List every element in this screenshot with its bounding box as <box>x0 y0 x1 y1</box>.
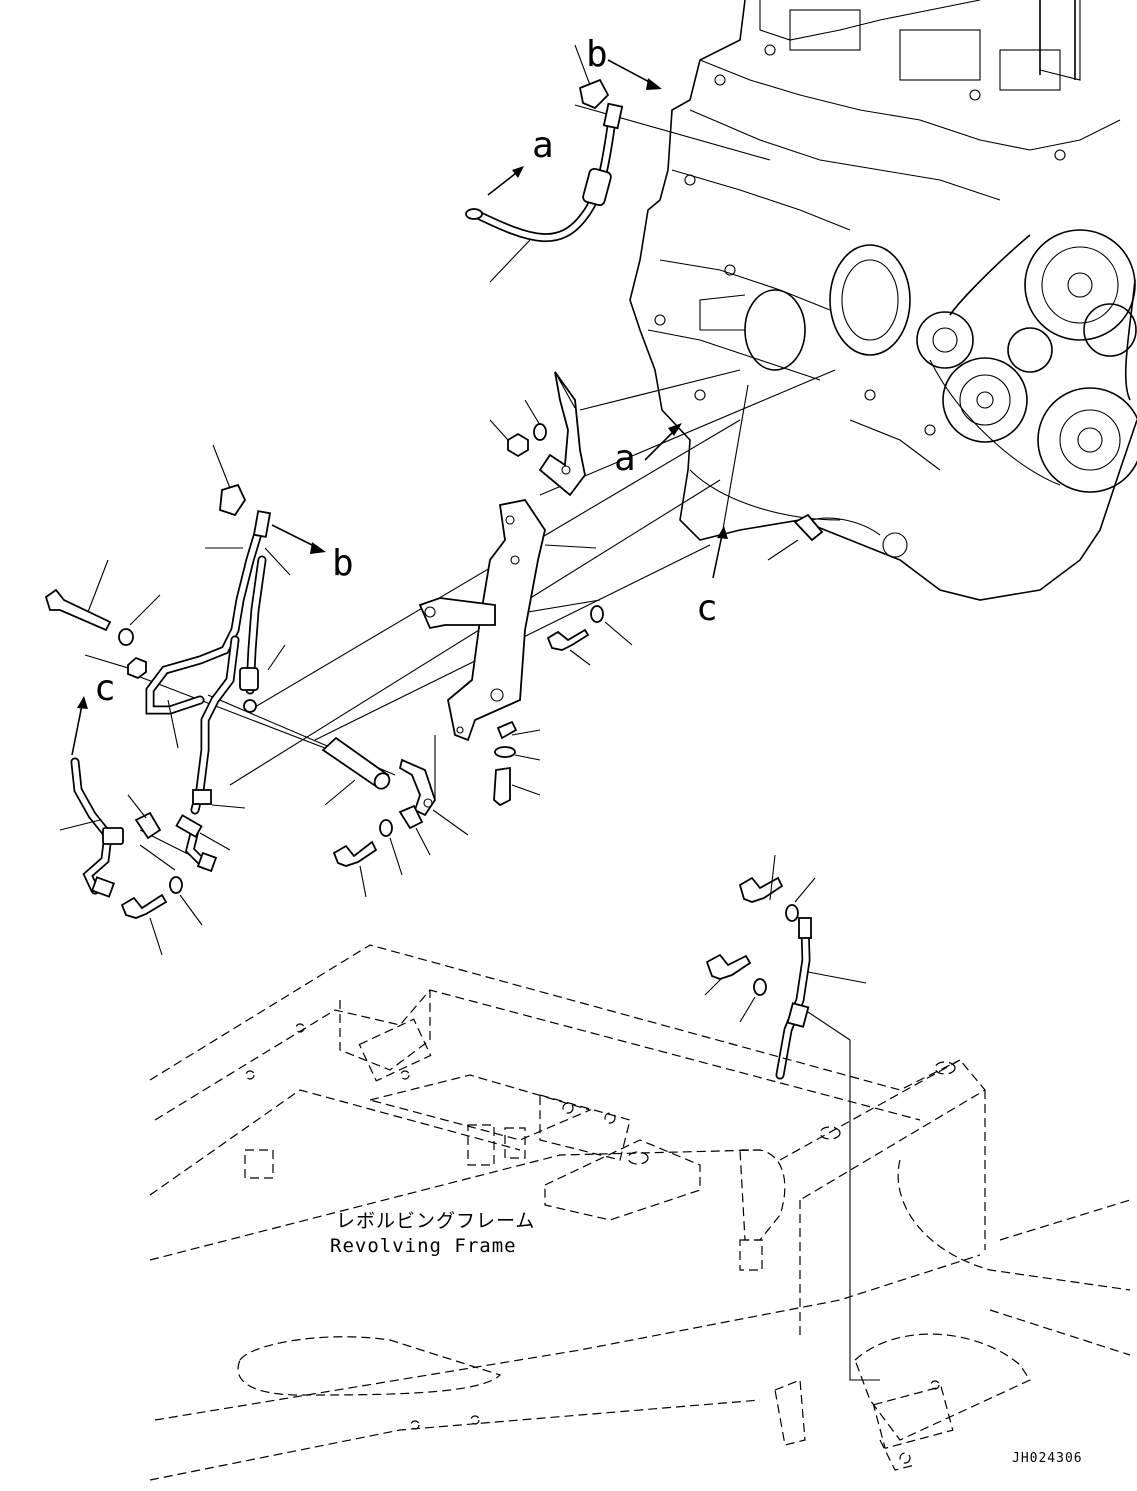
callout-b-top: b <box>586 34 608 75</box>
nut-and-washer-upper <box>489 399 547 458</box>
arrow-b-top <box>574 44 662 90</box>
long-bolt-left <box>44 559 161 680</box>
arrow-c-left <box>71 696 88 756</box>
arrow-a-mid <box>644 423 682 461</box>
callout-a-top: a <box>532 125 554 166</box>
clamp-and-bolt-lower <box>493 720 541 807</box>
callout-a-mid: a <box>614 438 636 479</box>
drawing-code: JH024306 <box>1012 1451 1083 1466</box>
wiring-harness <box>145 444 291 873</box>
callout-c-right: c <box>696 588 718 629</box>
arrow-a-top <box>487 166 524 196</box>
arrow-c-right <box>712 384 749 579</box>
frame-ground-cable <box>704 854 867 1080</box>
ground-terminal <box>767 513 881 561</box>
frame-label-japanese: レボルビングフレーム <box>336 1210 535 1232</box>
callout-b-mid: b <box>332 543 354 584</box>
main-bracket <box>418 498 597 742</box>
small-bracket <box>538 371 586 497</box>
spacer-tube <box>321 736 391 806</box>
bolt-washer-bottom <box>120 804 431 956</box>
ground-cable-top <box>465 78 624 283</box>
arrow-b-mid <box>271 524 326 554</box>
leader-lines <box>134 104 880 1381</box>
revolving-frame <box>149 944 1131 1481</box>
frame-label-english: Revolving Frame <box>330 1235 517 1257</box>
bolt-right-bracket <box>546 605 633 666</box>
ground-cable-left <box>59 757 176 898</box>
callout-c-left: c <box>94 668 116 709</box>
engine-assembly <box>629 0 1137 601</box>
